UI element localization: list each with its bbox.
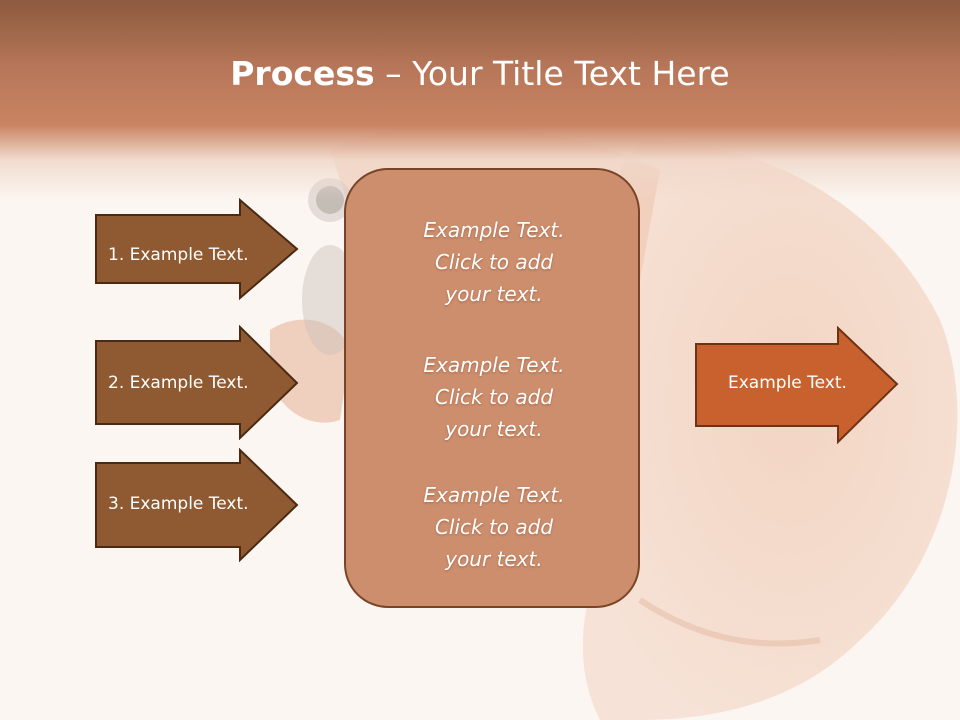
process-text-block-3: Example Text. Click to add your text.	[346, 479, 642, 575]
process-text-block-1: Example Text. Click to add your text.	[346, 214, 642, 310]
process-text-line: Example Text.	[423, 483, 565, 507]
process-text-line: Click to add	[434, 515, 554, 539]
process-text-line: Click to add	[434, 385, 554, 409]
process-text-block-2: Example Text. Click to add your text.	[346, 349, 642, 445]
arrow-shape	[95, 325, 299, 440]
process-text-line: your text.	[445, 547, 543, 571]
input-arrow-label: 3. Example Text.	[108, 494, 249, 514]
title-band	[0, 0, 960, 200]
input-arrow-1[interactable]: 1. Example Text.	[94, 198, 300, 300]
process-box[interactable]: Example Text. Click to add your text. Ex…	[344, 168, 640, 608]
arrow-shape	[95, 448, 299, 562]
process-text-line: Example Text.	[423, 218, 565, 242]
output-arrow[interactable]: Example Text.	[694, 326, 900, 444]
input-arrow-3[interactable]: 3. Example Text.	[94, 448, 300, 562]
process-text-line: your text.	[445, 282, 543, 306]
process-text-line: your text.	[445, 417, 543, 441]
title-rest-part: – Your Title Text Here	[374, 54, 730, 93]
slide-title[interactable]: Process – Your Title Text Here	[0, 52, 960, 96]
input-arrow-label: 1. Example Text.	[108, 245, 249, 265]
title-bold-part: Process	[230, 54, 375, 93]
input-arrow-label: 2. Example Text.	[108, 373, 249, 393]
output-arrow-label: Example Text.	[728, 373, 847, 393]
process-text-line: Click to add	[434, 250, 554, 274]
process-text-line: Example Text.	[423, 353, 565, 377]
input-arrow-2[interactable]: 2. Example Text.	[94, 325, 300, 440]
arrow-shape	[695, 326, 899, 444]
arrow-shape	[95, 198, 299, 300]
